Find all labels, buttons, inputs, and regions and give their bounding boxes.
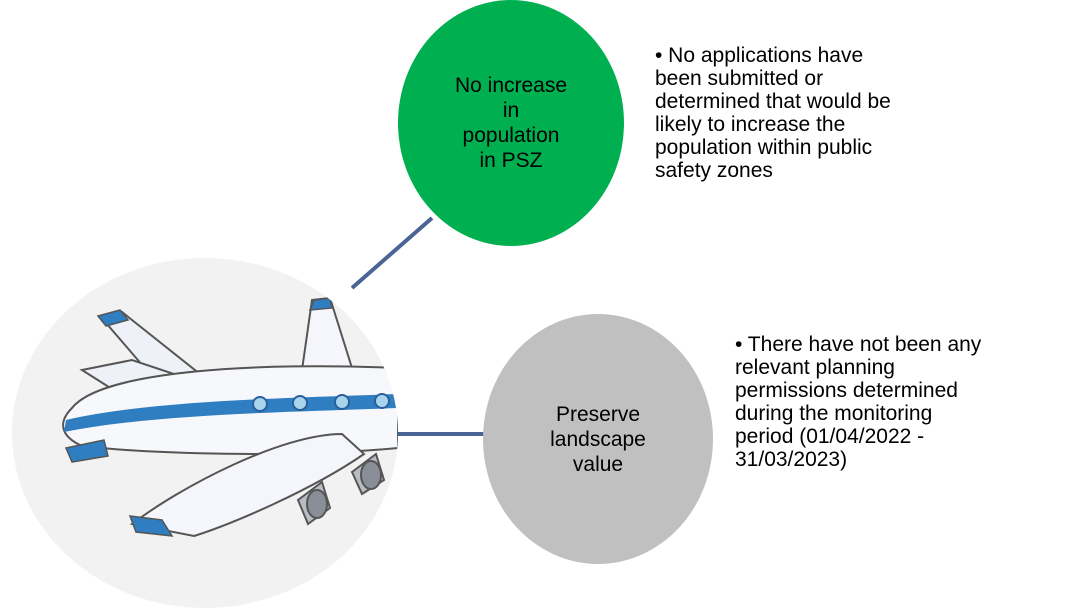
connector-line-top [350, 216, 434, 290]
status-text-no-increase-psz: • No applications have been submitted or… [655, 44, 891, 182]
objective-label-no-increase-psz: No increase in population in PSZ [454, 74, 568, 172]
objective-circle-no-increase-psz: No increase in population in PSZ [398, 0, 624, 246]
status-text-preserve-landscape: • There have not been any relevant plann… [735, 333, 982, 471]
objective-circle-preserve-landscape: Preserve landscape value [483, 314, 713, 564]
hub-circle [12, 258, 398, 608]
airplane-icon [62, 296, 398, 538]
objective-label-preserve-landscape: Preserve landscape value [550, 402, 646, 476]
